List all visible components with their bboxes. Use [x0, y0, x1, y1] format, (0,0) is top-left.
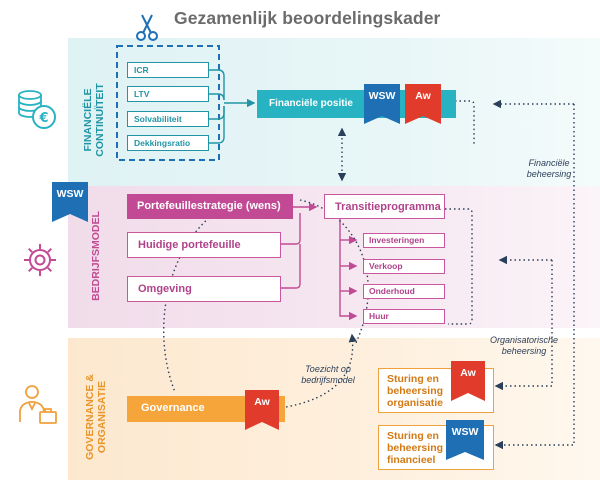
gear-icon	[24, 244, 56, 276]
ratio-ltv: LTV	[127, 86, 209, 102]
note-organisational-control: Organisatorische beheersing	[474, 335, 574, 357]
scissors-icon	[136, 14, 158, 41]
note-org-control-line1: Organisatorische	[489, 335, 559, 345]
ratio-solvabiliteit: Solvabiliteit	[127, 111, 209, 127]
steering-fin-line3: financieel	[387, 454, 436, 466]
current-portfolio-box: Huidige portefeuille	[127, 232, 281, 258]
note-supervision: Toezicht op bedrijfsmodel	[290, 364, 366, 386]
wsw-badge-financial: WSW	[364, 84, 400, 124]
aw-badge-financial-label: Aw	[415, 90, 431, 102]
note-supervision-line1: Toezicht op	[305, 364, 351, 374]
wsw-badge-business-label: WSW	[56, 188, 84, 200]
steering-org-line3: organisatie	[387, 397, 444, 409]
person-briefcase-icon	[19, 385, 57, 424]
sub-verkoop: Verkoop	[363, 259, 445, 274]
ratio-icr: ICR	[127, 62, 209, 78]
portfolio-strategy-box: Portefeuillestrategie (wens)	[127, 194, 293, 219]
sub-huur: Huur	[363, 309, 445, 324]
transition-program-box: Transitieprogramma	[324, 194, 445, 219]
svg-text:€: €	[38, 111, 48, 126]
ratio-dekkingsratio: Dekkingsratio	[127, 135, 209, 151]
sub-onderhoud: Onderhoud	[363, 284, 445, 299]
note-financial-control-line2: beheersing	[526, 169, 572, 179]
steering-org-line1: Sturing en	[387, 373, 439, 385]
note-financial-control-line1: Financiële	[528, 158, 570, 168]
aw-badge-steering-label: Aw	[460, 367, 476, 379]
steering-fin-line2: beheersing	[387, 442, 444, 454]
coins-euro-icon: €	[18, 90, 56, 129]
aw-badge-governance-label: Aw	[254, 396, 270, 408]
wsw-badge-steering: WSW	[446, 420, 484, 460]
wsw-badge-financial-label: WSW	[368, 90, 396, 102]
aw-badge-governance: Aw	[245, 390, 279, 430]
wsw-badge-steering-label: WSW	[451, 426, 479, 438]
note-financial-control: Financiële beheersing	[514, 158, 584, 180]
financial-position-label: Financiële positie	[269, 98, 353, 109]
aw-badge-steering: Aw	[451, 361, 485, 401]
diagram-title: Gezamenlijk beoordelingskader	[174, 8, 441, 28]
sub-investeringen: Investeringen	[363, 233, 445, 248]
wsw-badge-business: WSW	[52, 182, 88, 222]
steering-org-line2: beheersing	[387, 385, 444, 397]
note-supervision-line2: bedrijfsmodel	[301, 375, 355, 385]
environment-box: Omgeving	[127, 276, 281, 302]
note-org-control-line2: beheersing	[501, 346, 547, 356]
steering-fin-line1: Sturing en	[387, 430, 439, 442]
aw-badge-financial: Aw	[405, 84, 441, 124]
